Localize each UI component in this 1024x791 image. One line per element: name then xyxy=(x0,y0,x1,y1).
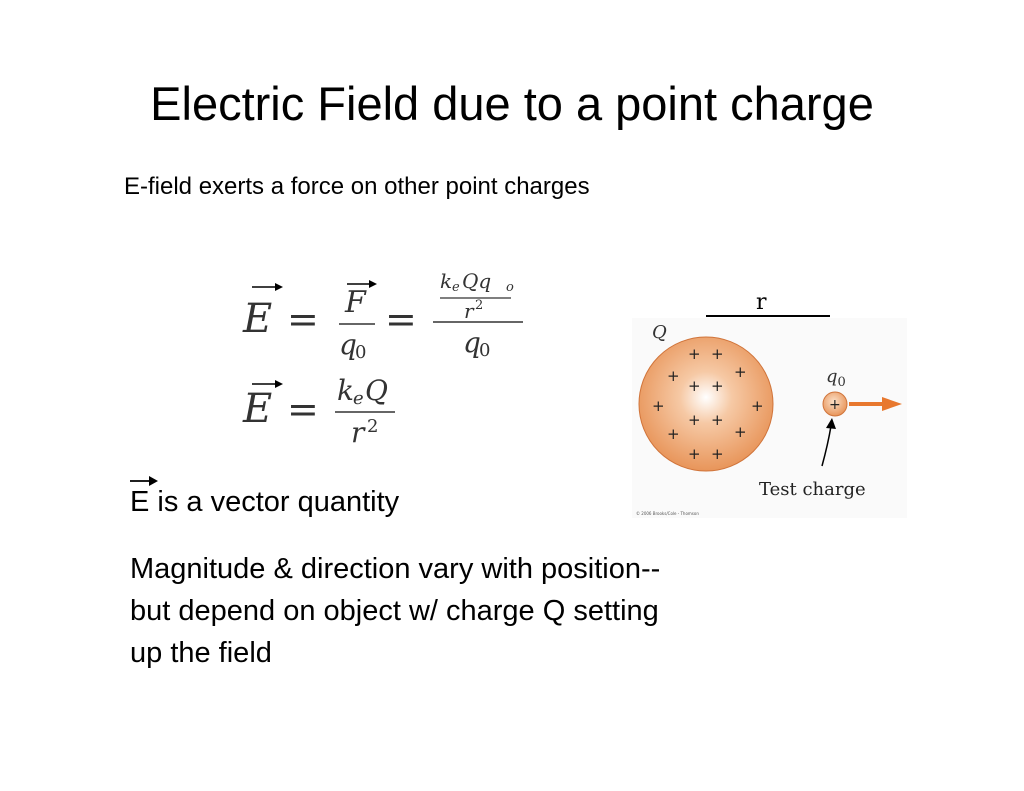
eq1-num-rest-sub: o xyxy=(506,280,514,295)
eq2-num-q: Q xyxy=(365,374,388,407)
vector-arrow-icon xyxy=(275,380,283,388)
plus-sign: + xyxy=(652,397,665,415)
test-charge-sign: + xyxy=(829,397,841,413)
plus-sign: + xyxy=(667,425,680,443)
test-charge-sphere xyxy=(822,391,848,417)
equations-block: E = F q 0 = k e Qq o r 2 q 0 E = k e Q r… xyxy=(242,269,523,449)
eq2-num-k: k xyxy=(337,374,354,407)
eq1-num-r: r xyxy=(464,299,475,323)
plus-sign: + xyxy=(688,345,701,363)
subtitle: E-field exerts a force on other point ch… xyxy=(124,173,590,200)
eq1-den-sub: 0 xyxy=(479,340,490,361)
body-paragraph: Magnitude & direction vary with position… xyxy=(130,553,661,669)
vector-arrow-icon xyxy=(130,476,158,486)
slide-title: Electric Field due to a point charge xyxy=(150,77,874,130)
pointer-curve xyxy=(821,425,832,467)
plus-sign: + xyxy=(711,377,724,395)
plus-sign: + xyxy=(734,423,747,441)
equation-field-force: E = F q 0 = k e Qq o r 2 q 0 xyxy=(242,269,523,363)
eq1-q0: q xyxy=(339,328,357,361)
eq2-den-r-exp: 2 xyxy=(367,416,378,437)
source-charge-sphere xyxy=(638,336,774,472)
plus-sign: + xyxy=(711,345,724,363)
vector-statement-text: is a vector quantity xyxy=(149,486,400,518)
vector-arrow-icon xyxy=(369,280,377,288)
eq1-force: F xyxy=(344,285,367,320)
test-charge-caption: Test charge xyxy=(759,479,866,500)
vector-arrow-icon xyxy=(275,283,283,291)
eq1-q0-sub: 0 xyxy=(355,342,366,363)
eq1-num-r-exp: 2 xyxy=(475,298,483,313)
plus-sign: + xyxy=(734,363,747,381)
plus-sign: + xyxy=(688,445,701,463)
eq1-equals-2: = xyxy=(385,297,417,341)
equation-coulomb-field: E = k e Q r 2 xyxy=(242,374,395,449)
plus-sign: + xyxy=(688,411,701,429)
eq2-den-r: r xyxy=(351,416,366,449)
plus-sign: + xyxy=(688,377,701,395)
plus-sign: + xyxy=(667,367,680,385)
plus-sign: + xyxy=(711,411,724,429)
copyright-note: © 2006 Brooks/Cole - Thomson xyxy=(636,511,699,516)
plus-sign: + xyxy=(751,397,764,415)
point-charge-diagram: r Q + + + + + + + + + + + + + + q0 + Tes… xyxy=(632,290,907,518)
vector-symbol: E xyxy=(130,486,150,518)
force-arrow-icon xyxy=(882,397,902,411)
source-charge-signs: + + + + + + + + + + + + + + xyxy=(652,345,764,463)
distance-label: r xyxy=(756,290,767,315)
eq1-lhs: E xyxy=(242,296,272,342)
test-charge-symbol: q0 xyxy=(826,366,846,390)
eq2-num-k-sub: e xyxy=(353,388,364,409)
eq1-equals-1: = xyxy=(287,297,319,341)
eq1-num-k: k xyxy=(440,269,452,293)
eq2-equals: = xyxy=(287,387,319,431)
eq2-lhs: E xyxy=(242,386,272,432)
plus-sign: + xyxy=(711,445,724,463)
vector-statement: E is a vector quantity xyxy=(130,486,399,519)
source-charge-label: Q xyxy=(652,322,667,343)
eq1-num-rest: Qq xyxy=(462,269,491,293)
pointer-arrow-icon xyxy=(826,418,836,429)
eq1-den: q xyxy=(463,326,481,359)
eq1-num-k-sub: e xyxy=(452,280,460,295)
